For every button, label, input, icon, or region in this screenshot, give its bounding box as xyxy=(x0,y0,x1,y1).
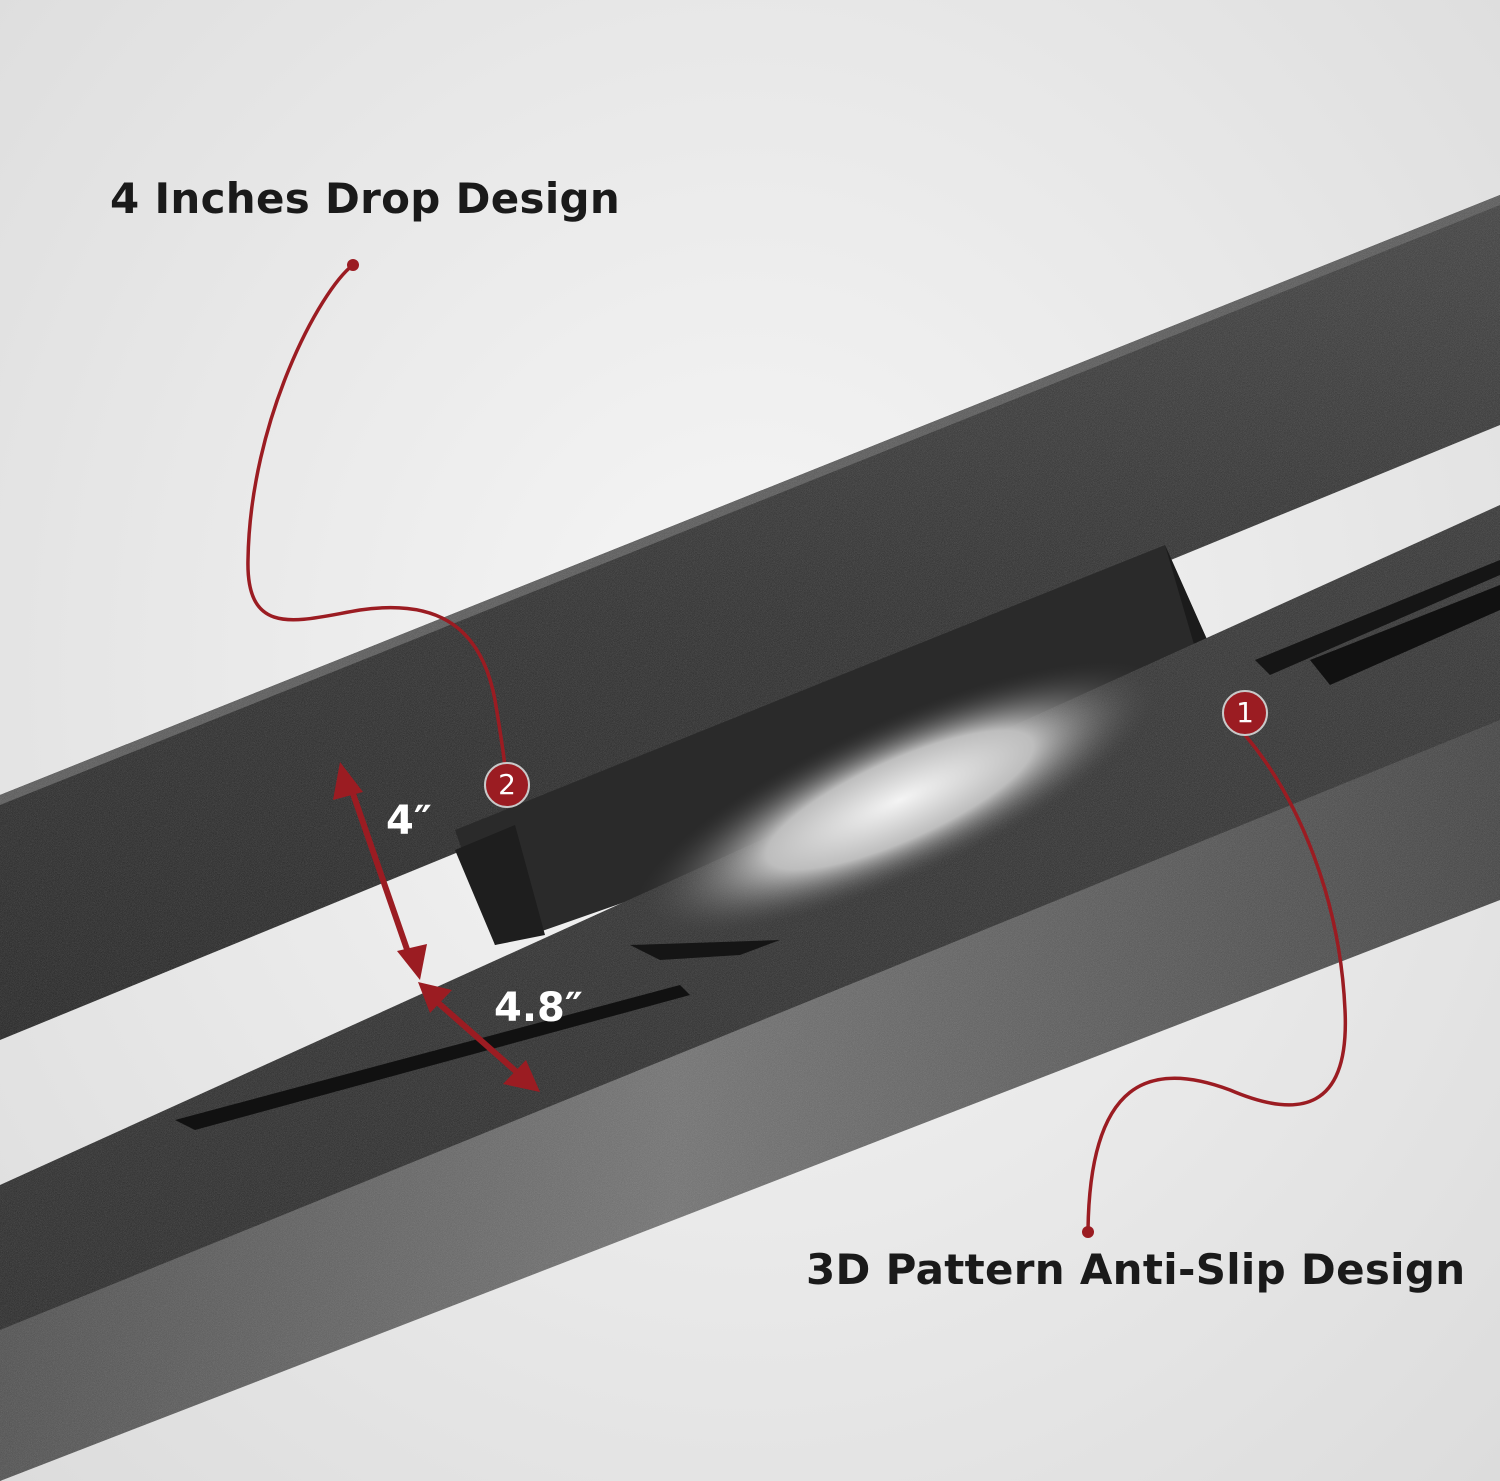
width-dimension-label: 4.8″ xyxy=(494,985,583,1031)
callout-marker-2: 2 xyxy=(484,762,530,808)
leader-line-drop xyxy=(246,263,507,771)
leader-line-antislip xyxy=(1086,733,1348,1231)
height-dimension-arrow xyxy=(333,762,427,980)
callout-marker-1: 1 xyxy=(1222,690,1268,736)
reflection-highlight xyxy=(633,661,1167,939)
height-dimension-label: 4″ xyxy=(386,798,432,844)
callout-title-anti-slip-design: 3D Pattern Anti-Slip Design xyxy=(806,1245,1466,1294)
callout-title-drop-design: 4 Inches Drop Design xyxy=(110,174,621,223)
upper-tube xyxy=(0,195,1500,1040)
leader-dot-drop xyxy=(347,259,359,271)
leader-dot-antislip xyxy=(1082,1226,1094,1238)
width-dimension-arrow xyxy=(418,982,540,1092)
